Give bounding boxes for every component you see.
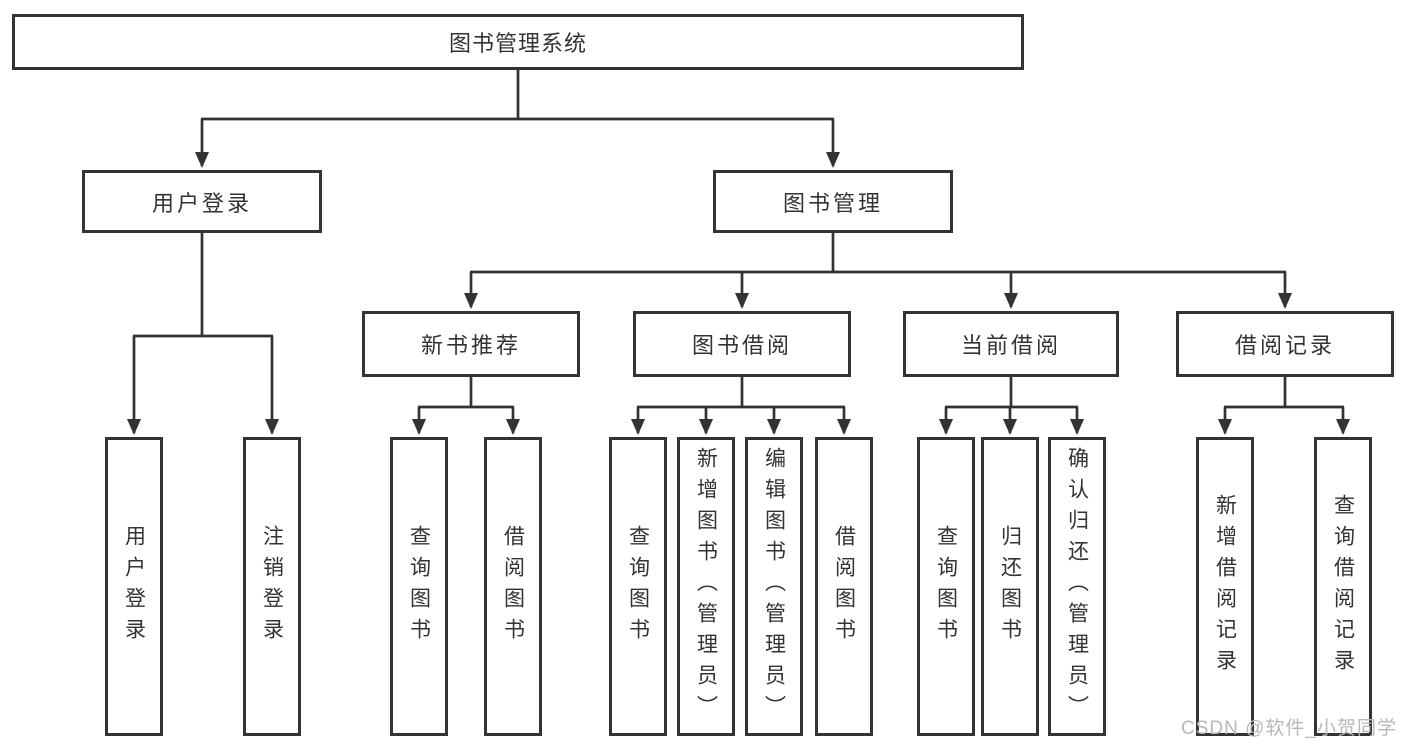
leaf-add-books-admin: 新增图书（管理员） — [677, 437, 735, 736]
leaf-edit-books-admin: 编辑图书（管理员） — [745, 437, 803, 736]
node-library-management-system: 图书管理系统 — [12, 14, 1024, 70]
node-label: 图书管理 — [782, 190, 883, 216]
node-label: 查询图书 — [407, 524, 431, 649]
node-label: 借阅图书 — [832, 524, 856, 649]
leaf-add-borrow-record: 新增借阅记录 — [1196, 437, 1254, 736]
node-label: 编辑图书（管理员） — [762, 447, 786, 726]
node-label: 新增图书（管理员） — [694, 447, 718, 726]
node-label: 借阅图书 — [501, 524, 525, 649]
node-label: 确认归还（管理员） — [1065, 447, 1089, 726]
node-label: 当前借阅 — [960, 333, 1061, 358]
node-book-management: 图书管理 — [713, 170, 953, 233]
node-user-login: 用户登录 — [82, 170, 322, 233]
leaf-return-books: 归还图书 — [981, 437, 1039, 736]
leaf-query-books-current: 查询图书 — [917, 437, 975, 736]
csdn-watermark: CSDN @软件_小贺同学 — [1181, 718, 1397, 739]
node-borrow-records: 借阅记录 — [1176, 311, 1394, 377]
node-new-book-recommend: 新书推荐 — [362, 311, 580, 377]
leaf-confirm-return-admin: 确认归还（管理员） — [1048, 437, 1106, 736]
node-label: 用户登录 — [151, 190, 252, 216]
node-label: 查询图书 — [626, 524, 650, 649]
node-label: 注销登录 — [260, 524, 284, 649]
node-label: 用户登录 — [122, 524, 146, 649]
node-label: 归还图书 — [998, 524, 1022, 649]
node-current-borrowing: 当前借阅 — [903, 311, 1119, 377]
node-book-borrowing: 图书借阅 — [633, 311, 851, 377]
node-label: 图书借阅 — [691, 333, 792, 358]
leaf-query-books-borrow: 查询图书 — [609, 437, 667, 736]
node-label: 图书管理系统 — [448, 31, 587, 56]
node-label: 查询图书 — [934, 524, 958, 649]
leaf-query-books-newbook: 查询图书 — [390, 437, 448, 736]
leaf-user-login: 用户登录 — [105, 437, 163, 736]
node-label: 查询借阅记录 — [1331, 493, 1355, 680]
leaf-logout: 注销登录 — [243, 437, 301, 736]
node-label: 新书推荐 — [420, 333, 521, 358]
leaf-borrow-books: 借阅图书 — [815, 437, 873, 736]
node-label: 新增借阅记录 — [1213, 493, 1237, 680]
leaf-borrow-books-newbook: 借阅图书 — [484, 437, 542, 736]
leaf-query-borrow-record: 查询借阅记录 — [1314, 437, 1372, 736]
node-label: 借阅记录 — [1234, 333, 1335, 358]
